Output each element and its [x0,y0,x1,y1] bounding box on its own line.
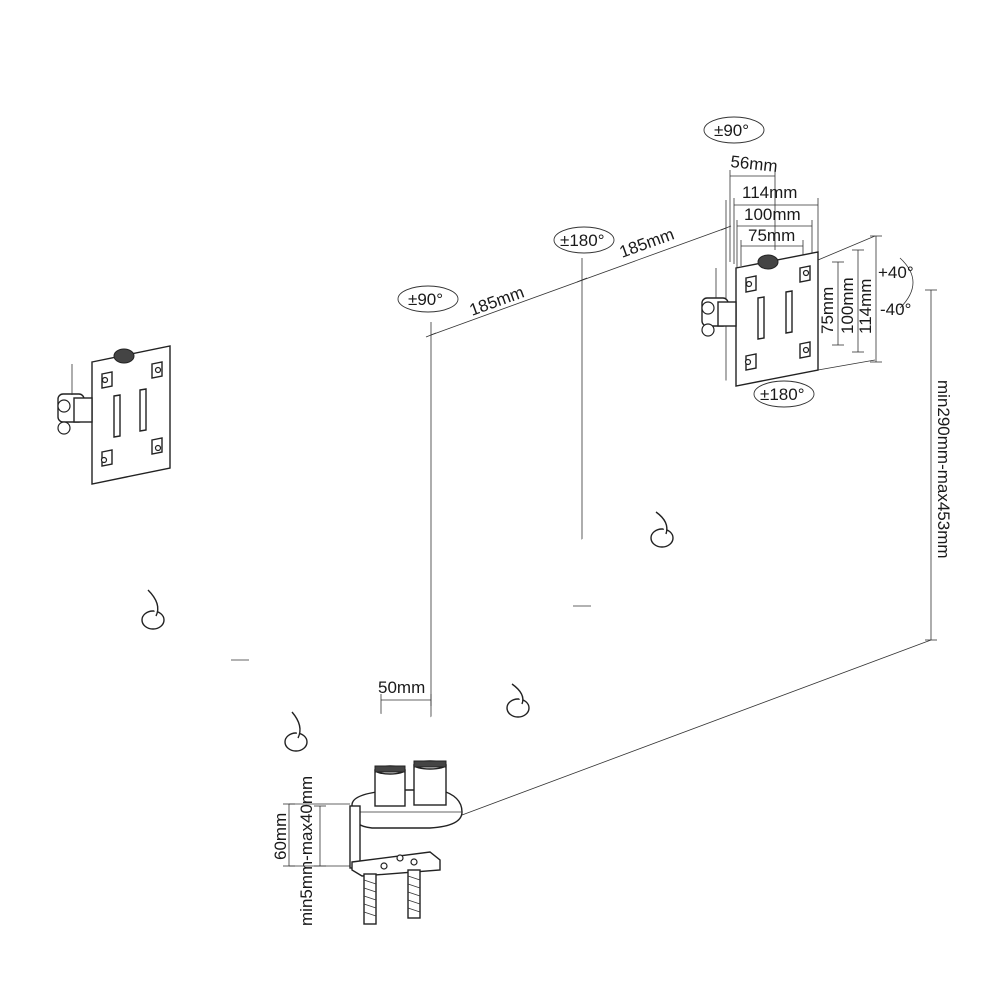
left-arm [76,460,402,782]
label-clamp-depth: 60mm [271,813,290,860]
label-base-swivel: ±90° [408,290,443,309]
label-desk-thickness: min5mm-max40mm [297,776,316,926]
left-tilt-knob [113,348,135,364]
label-vesa-width-75: 75mm [748,226,795,245]
desk-clamp-base [349,760,463,925]
label-arm-segment-left: 185mm [467,283,527,320]
rotation-labels: ±90° ±180° ±90° +40° -40° ±180° [408,121,914,404]
label-vesa-offset: 56mm [730,152,779,176]
label-vesa-height-100: 100mm [838,277,857,334]
label-vesa-width-100: 100mm [744,205,801,224]
right-arm-collar-upper [650,528,674,548]
label-tilt-up: +40° [878,263,914,282]
label-vesa-height-75: 75mm [818,287,837,334]
label-vesa-width-114: 114mm [742,183,797,202]
label-pole-spacing: 50mm [378,678,425,697]
left-arm-collar-lower [284,732,308,752]
label-vesa-height-114: 114mm [856,279,875,334]
dimension-lines [283,170,937,867]
label-mid-swivel: ±180° [560,231,605,250]
rotation-badges [397,116,914,408]
left-arm-collar-upper [141,610,165,630]
left-vesa-plate [57,345,171,485]
right-arm-collar-lower [506,698,530,718]
right-tilt-knob [757,254,779,270]
right-arm [421,380,736,782]
label-tilt-down: -40° [880,300,911,319]
label-arm-segment-right: 185mm [617,225,677,262]
label-height-range: min290mm-max453mm [934,380,953,559]
label-head-rotation: ±180° [760,385,805,404]
label-head-swivel: ±90° [714,121,749,140]
right-vesa-plate [701,251,819,387]
